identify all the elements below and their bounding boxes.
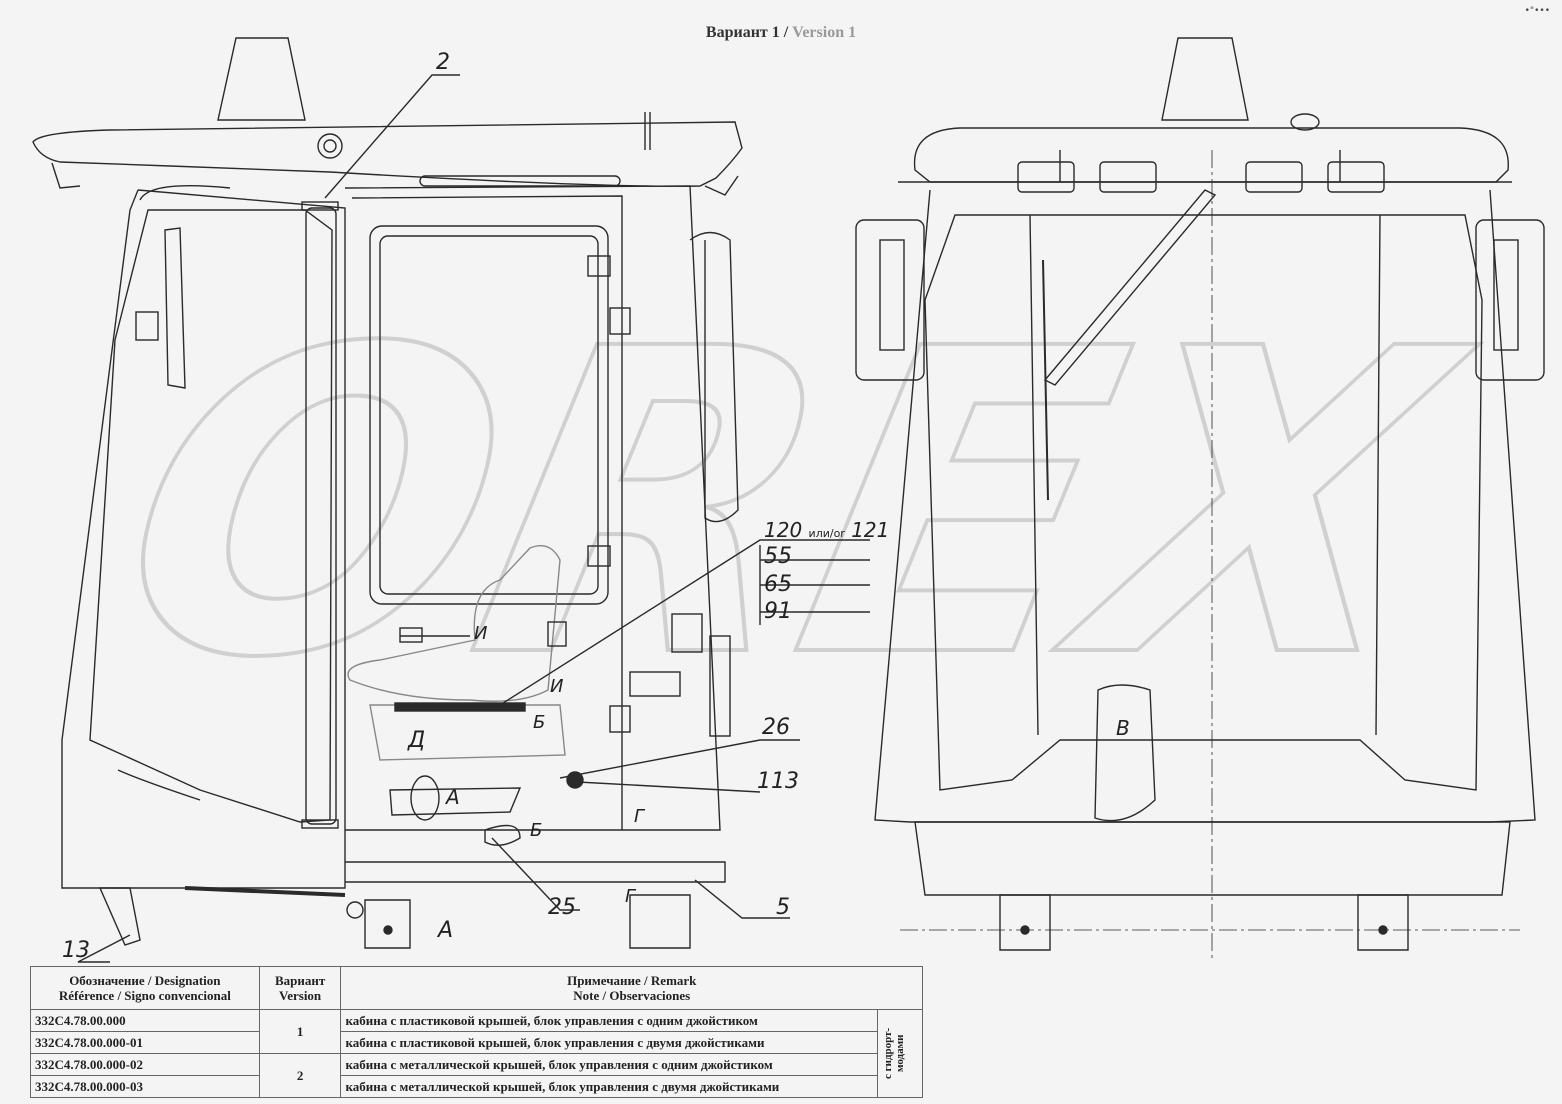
title-sep: / (779, 24, 793, 41)
view-letter-i1: И (474, 623, 488, 644)
callout-121: 121 (851, 518, 890, 542)
row-code: 332С4.78.00.000-01 (30, 1031, 260, 1054)
table-row: 332С4.78.00.000-03 кабина с металлическо… (30, 1075, 923, 1098)
header-designation-1: Обозначение / Designation (69, 973, 221, 988)
title-en: Version 1 (792, 24, 857, 41)
callout-120-121: 120 или/or 121 (764, 520, 889, 540)
view-letter-a1: А (446, 785, 460, 809)
table-row: 332С4.78.00.000 1 кабина с пластиковой к… (30, 1009, 924, 1098)
view-letter-g1: Г (634, 806, 645, 827)
callout-2: 2 (436, 50, 450, 75)
callout-5: 5 (776, 895, 790, 920)
view-letter-a2: А (438, 918, 454, 943)
front-view (855, 37, 1545, 960)
header-remark-1: Примечание / Remark (567, 973, 697, 988)
callout-91: 91 (764, 599, 792, 624)
callout-120: 120 (764, 518, 803, 542)
view-letter-b2: Б (530, 820, 543, 841)
title-ru: Вариант 1 (705, 24, 780, 41)
row-remark: кабина с пластиковой крышей, блок управл… (340, 1009, 878, 1032)
side-note-cell: с гидрорт-модами (876, 1009, 924, 1098)
callout-13: 13 (62, 938, 90, 963)
callout-113: 113 (757, 769, 799, 794)
view-letter-g2: Г (625, 886, 636, 907)
header-remark-2: Note / Observaciones (573, 988, 691, 1003)
callout-or: или/or (808, 527, 845, 540)
side-note: с гидрорт-модами (881, 1027, 906, 1080)
view-letter-d: Д (408, 728, 426, 753)
callout-65: 65 (764, 572, 792, 597)
row-remark: кабина с металлической крышей, блок упра… (340, 1075, 878, 1098)
row-code: 332С4.78.00.000 (30, 1009, 260, 1032)
watermark-logo: OREX (85, 261, 1497, 750)
view-letter-b1: Б (533, 712, 546, 733)
row-code: 332С4.78.00.000-02 (30, 1053, 260, 1076)
side-view (32, 37, 870, 963)
header-version-2: Version (279, 988, 322, 1003)
view-letter-i2: И (550, 676, 564, 697)
row-version: 2 (258, 1053, 342, 1098)
header-version-1: Вариант (274, 973, 326, 988)
view-letter-v: В (1116, 716, 1130, 740)
table-row: 332С4.78.00.000-02 2 кабина с металличес… (30, 1053, 923, 1098)
row-code: 332С4.78.00.000-03 (30, 1075, 260, 1098)
row-version: 1 (258, 1009, 342, 1054)
corner-mark: •"••• (1524, 6, 1550, 16)
callout-25: 25 (548, 895, 576, 920)
table-row: 332С4.78.00.000-01 кабина с пластиковой … (30, 1031, 923, 1054)
drawing-title: Вариант 1 / Version 1 (0, 24, 1562, 42)
header-designation-2: Référence / Signo convencional (58, 988, 231, 1003)
callout-26: 26 (762, 715, 790, 740)
row-remark: кабина с пластиковой крышей, блок управл… (340, 1031, 878, 1054)
row-remark: кабина с металлической крышей, блок упра… (340, 1053, 878, 1076)
callout-55: 55 (764, 544, 792, 569)
